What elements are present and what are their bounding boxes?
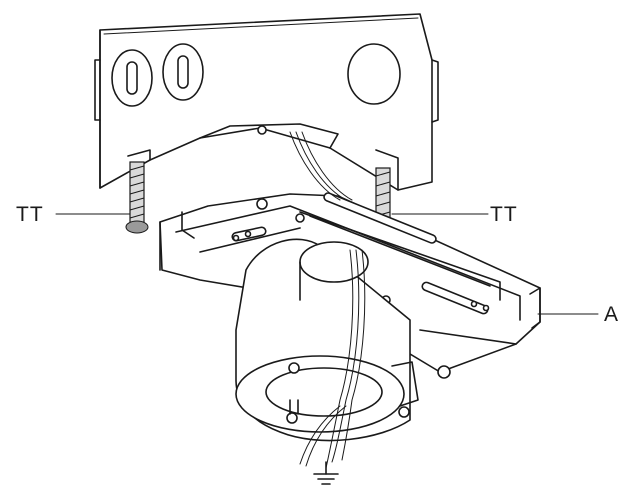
mounting-screw-left — [125, 161, 149, 234]
junction-box — [94, 13, 439, 191]
fixture-housing — [235, 238, 419, 442]
callout-label-screw-left: TT — [16, 203, 44, 226]
callout-label-bracket: A — [604, 303, 619, 326]
knockout-slot-left — [111, 49, 153, 107]
callout-label-screw-right: TT — [490, 203, 518, 226]
knockout-slot-right — [162, 43, 204, 101]
wire-bundle — [289, 131, 366, 469]
knockout-round — [347, 43, 401, 105]
ground-symbol-icon — [313, 461, 339, 485]
